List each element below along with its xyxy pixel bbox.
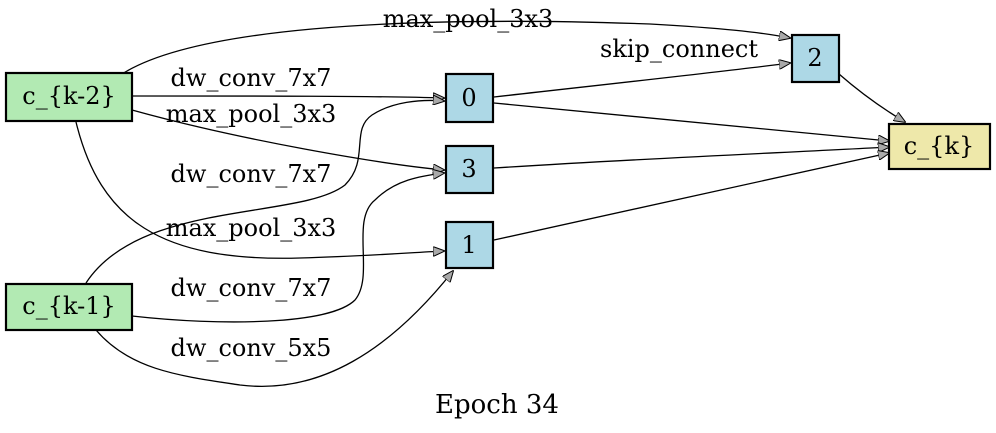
edge-2-to-ck: [838, 73, 905, 122]
edge-ck2-to-1: [75, 121, 444, 259]
node-ck1-label: c_{k-1}: [22, 292, 115, 320]
node-2-label: 2: [807, 44, 822, 72]
node-ck-label: c_{k}: [904, 132, 975, 160]
node-1-box: [444, 220, 495, 270]
node-3-label: 3: [461, 155, 476, 183]
node-ck1-box: [4, 282, 134, 332]
edge-label-ck1-to-1: dw_conv_5x5: [171, 334, 332, 362]
node-ck-box: [887, 122, 992, 171]
edge-ck1-to-3: [131, 173, 444, 323]
diagram-caption: Epoch 34: [435, 390, 559, 420]
node-1-label: 1: [461, 231, 476, 259]
node-3-box: [444, 144, 495, 195]
edge-labels: max_pool_3x3 skip_connect dw_conv_7x7 ma…: [166, 5, 759, 362]
node-ck2-box: [4, 71, 134, 123]
node-2: 2: [790, 33, 841, 84]
edge-1-to-ck: [493, 153, 889, 241]
edge-label-ck2-to-0: dw_conv_7x7: [171, 64, 332, 92]
edge-3-to-ck: [493, 147, 889, 169]
node-0-label: 0: [461, 84, 476, 112]
node-0-box: [444, 72, 495, 124]
edge-label-ck2-to-3: max_pool_3x3: [166, 100, 337, 128]
edge-ck2-to-0: [131, 96, 444, 98]
node-0: 0: [444, 72, 495, 124]
edge-0-to-2: [493, 63, 790, 98]
edge-label-ck1-to-0: dw_conv_7x7: [171, 160, 332, 188]
edge-ck1-to-0: [85, 100, 444, 284]
node-ck2: c_{k-2}: [4, 71, 134, 123]
edge-ck1-to-1: [95, 271, 453, 387]
node-ck: c_{k}: [887, 122, 992, 171]
edge-label-ck2-to-1: max_pool_3x3: [166, 214, 337, 242]
node-ck1: c_{k-1}: [4, 282, 134, 332]
node-ck2-label: c_{k-2}: [22, 82, 115, 110]
edge-label-ck2-to-2: max_pool_3x3: [383, 5, 554, 33]
edge-ck2-to-3: [131, 109, 444, 170]
edge-label-ck1-to-3: dw_conv_7x7: [171, 274, 332, 302]
node-2-box: [790, 33, 841, 84]
edge-label-0-to-2: skip_connect: [600, 35, 758, 63]
edges: [75, 20, 905, 387]
node-1: 1: [444, 220, 495, 270]
edge-0-to-ck: [493, 102, 889, 141]
edge-ck2-to-2: [121, 20, 790, 75]
node-3: 3: [444, 144, 495, 195]
nodes: c_{k-2} c_{k-1} 0 3 1 2 c_{k}: [4, 33, 992, 332]
